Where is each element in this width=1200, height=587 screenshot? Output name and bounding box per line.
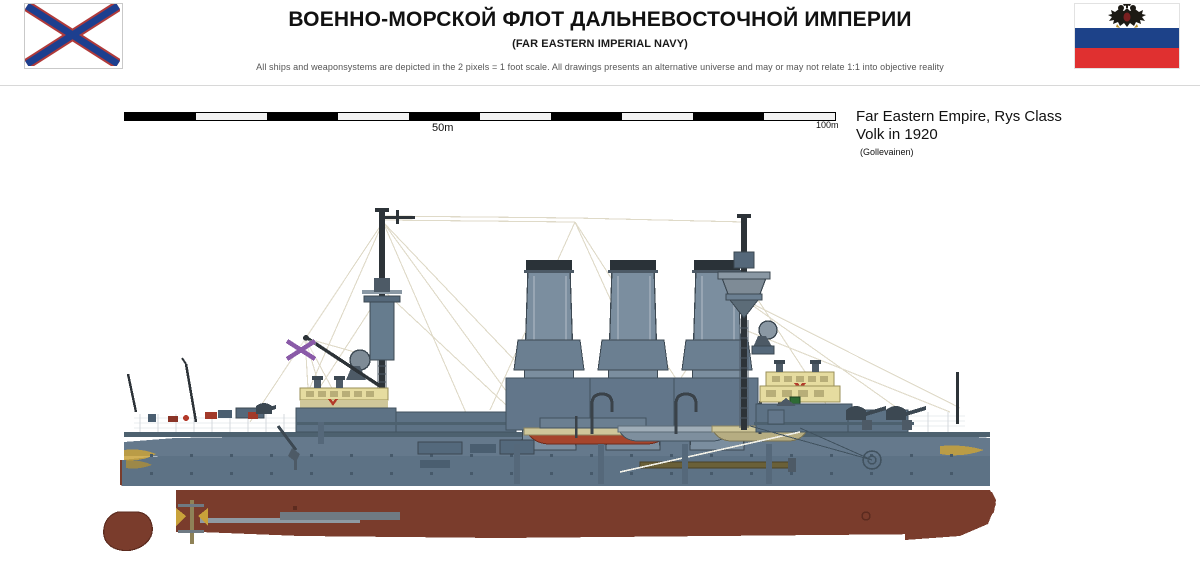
- scale-segment: [267, 113, 338, 120]
- scale-segment: [125, 113, 196, 120]
- aft-fighting-top: [721, 277, 767, 295]
- torpedo-net-boom: [619, 431, 801, 473]
- ship-profile-drawing: [0, 160, 1200, 580]
- drawing-caption: Far Eastern Empire, Rys Class Volk in 19…: [856, 108, 1186, 157]
- hull-fitting-mid: [293, 506, 297, 510]
- scale-segment: [480, 113, 551, 120]
- hull-porthole-aft: [861, 511, 871, 521]
- scale-segment: [693, 113, 764, 120]
- page-header: ВОЕННО-МОРСКОЙ ФЛОТ ДАЛЬНЕВОСТОЧНОЙ ИМПЕ…: [0, 0, 1200, 86]
- hull-rivet-rows: [150, 454, 953, 475]
- scale-segment: [551, 113, 622, 120]
- bow-scrollwork-lower: [126, 460, 152, 469]
- stern-underwater: [905, 490, 996, 540]
- imperial-ensign-flag: [1074, 3, 1180, 69]
- propeller-shaft-assembly: [176, 500, 400, 544]
- st-andrews-cross-icon: [25, 4, 120, 66]
- double-headed-eagle-icon: [1108, 4, 1146, 28]
- funnel-forward: [505, 260, 591, 451]
- stern-scrollwork: [940, 445, 984, 456]
- foremast-spotting-top: [369, 299, 395, 361]
- naval-jack-flag: [24, 3, 123, 69]
- aft-searchlight: [758, 320, 778, 340]
- bridge-emblem: [328, 399, 338, 406]
- caption-ship-line: Volk in 1920: [856, 126, 938, 143]
- scale-disclaimer: All ships and weaponsystems are depicted…: [256, 62, 944, 72]
- forward-deck-guns: [148, 403, 272, 422]
- scale-label-50m: 50m: [432, 122, 454, 134]
- boat-tan-cutter: [713, 431, 807, 442]
- funnel-group: [505, 260, 759, 451]
- funnel-aft: [673, 260, 759, 451]
- aft-deck-guns: [749, 372, 959, 470]
- ensign-blue-band: [1075, 28, 1179, 48]
- scale-segment: [622, 113, 693, 120]
- aft-deckhouse: [754, 360, 914, 433]
- ram-bow: [103, 511, 153, 552]
- bow-scrollwork: [124, 449, 156, 461]
- forward-bridge-structure: [295, 376, 517, 433]
- signal-gaff: [285, 335, 384, 390]
- caption-artist-line: (Gollevainen): [860, 147, 914, 157]
- caption-class-line: Far Eastern Empire, Rys Class: [856, 108, 1062, 125]
- gaff-naval-jack-flag: [285, 339, 317, 361]
- bow-jackstaff: [126, 373, 138, 413]
- scale-segment: [196, 113, 267, 120]
- scale-segment: [338, 113, 409, 120]
- page-title: ВОЕННО-МОРСКОЙ ФЛОТ ДАЛЬНЕВОСТОЧНОЙ ИМПЕ…: [288, 8, 912, 31]
- scale-bar: [124, 112, 836, 121]
- scale-label-100m: 100m: [816, 120, 839, 130]
- aft-mast-assembly: [717, 214, 778, 430]
- scale-segment: [409, 113, 480, 120]
- page-subtitle: (FAR EASTERN IMPERIAL NAVY): [512, 38, 688, 50]
- ensign-red-band: [1075, 48, 1179, 68]
- waterline-stripe: [124, 486, 992, 490]
- header-divider: [0, 85, 1200, 86]
- funnel-middle: [589, 260, 675, 451]
- scale-segment: [764, 113, 835, 120]
- foremast-assembly: [346, 208, 415, 428]
- hull-struts: [514, 444, 772, 484]
